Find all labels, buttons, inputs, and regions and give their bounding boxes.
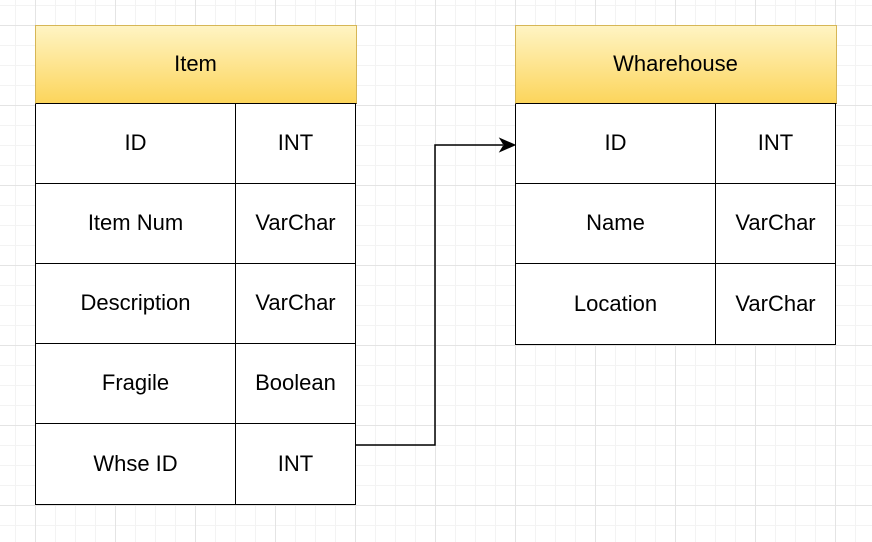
field-name: Location [516, 263, 716, 344]
entity-warehouse-table[interactable]: Wharehouse ID INT Name VarChar Location … [514, 24, 837, 345]
table-row[interactable]: Fragile Boolean [36, 343, 355, 424]
table-row[interactable]: Whse ID INT [36, 423, 355, 504]
table-row[interactable]: ID INT [516, 103, 835, 184]
entity-header: Item [34, 24, 357, 104]
arrowhead-icon [498, 137, 517, 153]
field-type: INT [277, 130, 314, 155]
field-name: Fragile [36, 343, 236, 423]
field-type: INT [757, 130, 794, 155]
table-row[interactable]: ID INT [36, 103, 355, 184]
field-name: ID [516, 103, 716, 183]
table-row[interactable]: Item Num VarChar [36, 183, 355, 264]
field-name: Whse ID [36, 423, 236, 504]
field-name: Description [36, 263, 236, 343]
field-name: Name [516, 183, 716, 263]
table-row[interactable]: Location VarChar [516, 263, 835, 344]
field-type: VarChar [255, 290, 336, 315]
field-type: VarChar [735, 210, 816, 235]
table-row[interactable]: Description VarChar [36, 263, 355, 344]
field-type: Boolean [255, 370, 336, 395]
field-name: Item Num [36, 183, 236, 263]
relationship-connector[interactable] [355, 144, 503, 446]
field-type: INT [277, 450, 314, 476]
table-row[interactable]: Name VarChar [516, 183, 835, 264]
entity-header: Wharehouse [514, 24, 837, 104]
field-type: VarChar [735, 290, 816, 316]
entity-item-table[interactable]: Item ID INT Item Num VarChar Description… [34, 24, 357, 505]
field-type: VarChar [255, 210, 336, 235]
field-name: ID [36, 103, 236, 183]
